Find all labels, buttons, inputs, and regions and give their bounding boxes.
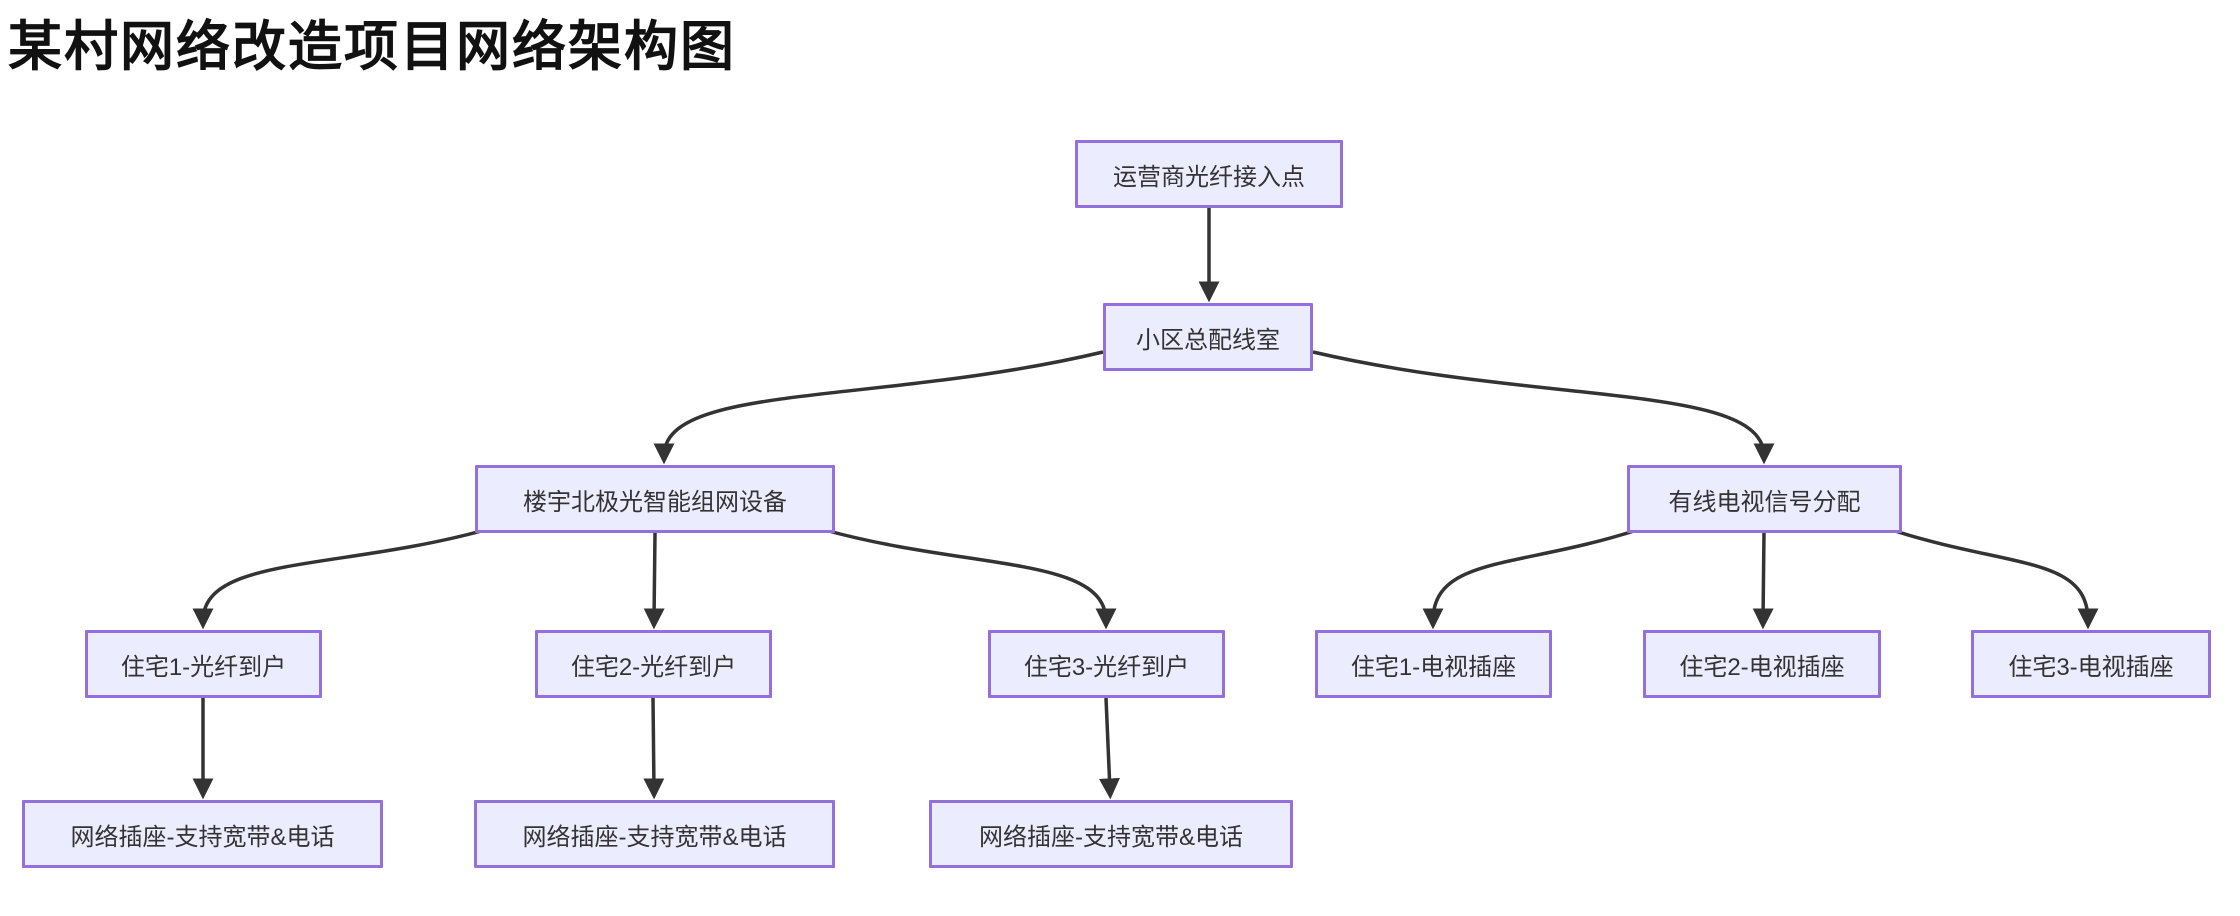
edge-mdf-to-catv xyxy=(1312,350,1775,465)
flowchart-node-s2: 网络插座-支持宽带&电话 xyxy=(474,800,835,868)
flowchart-node-s3: 网络插座-支持宽带&电话 xyxy=(929,800,1293,868)
flowchart-node-mdf: 小区总配线室 xyxy=(1103,303,1313,371)
page-title: 某村网络改造项目网络架构图 xyxy=(8,17,736,77)
edge-catv-to-h1t xyxy=(1422,528,1638,630)
flowchart-node-h3t: 住宅3-电视插座 xyxy=(1971,630,2211,698)
edge-aurora-to-h1f xyxy=(192,528,486,630)
flowchart-node-s1: 网络插座-支持宽带&电话 xyxy=(22,800,383,868)
edge-aurora-to-h3f xyxy=(824,528,1117,630)
edge-aurora-to-h2f xyxy=(643,532,665,630)
flowchart-node-h1f: 住宅1-光纤到户 xyxy=(85,630,322,698)
edge-catv-to-h3t xyxy=(1891,528,2099,630)
flowchart-node-isp: 运营商光纤接入点 xyxy=(1075,140,1343,208)
edge-mdf-to-aurora xyxy=(653,350,1104,465)
flowchart-node-h1t: 住宅1-电视插座 xyxy=(1315,630,1552,698)
flowchart-node-h2t: 住宅2-电视插座 xyxy=(1643,630,1881,698)
flowchart-node-h2f: 住宅2-光纤到户 xyxy=(535,630,772,698)
flowchart-node-catv: 有线电视信号分配 xyxy=(1627,465,1902,533)
edge-catv-to-h2t xyxy=(1752,532,1774,630)
edge-group xyxy=(192,208,2099,800)
edge-h3f-to-s3 xyxy=(1098,697,1120,800)
edge-h2f-to-s2 xyxy=(643,697,665,800)
flowchart-node-aurora: 楼宇北极光智能组网设备 xyxy=(475,465,835,533)
flowchart-node-h3f: 住宅3-光纤到户 xyxy=(988,630,1225,698)
